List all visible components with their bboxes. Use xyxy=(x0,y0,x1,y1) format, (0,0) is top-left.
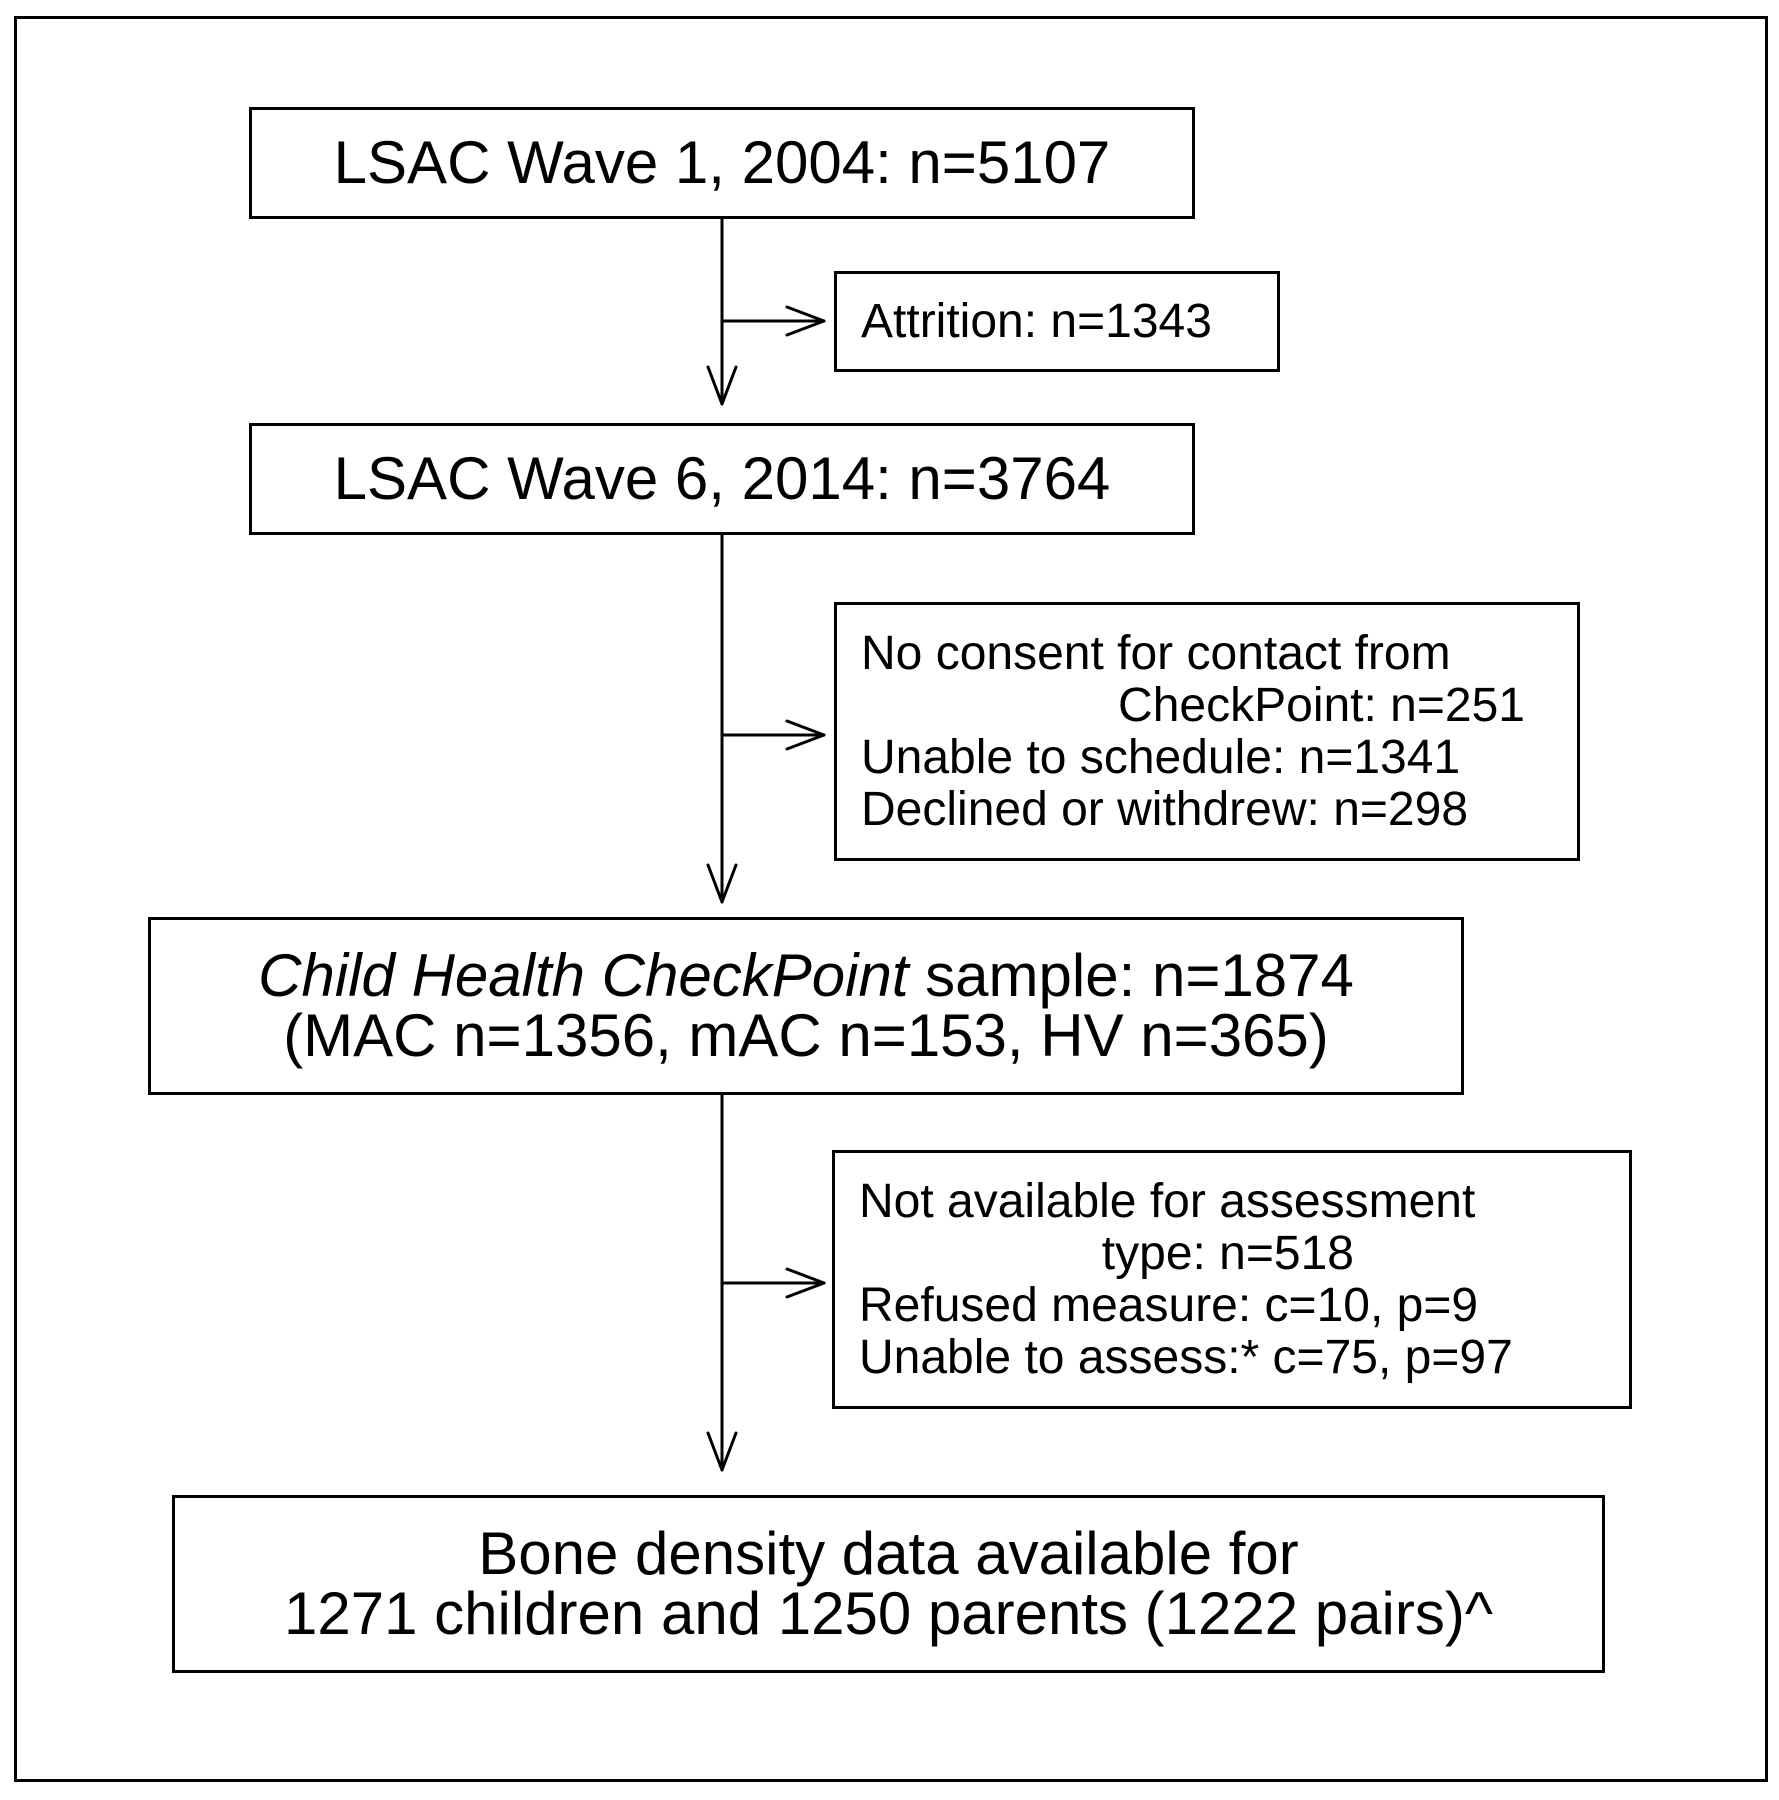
attrition-label: Attrition: n=1343 xyxy=(861,294,1212,348)
wave1-label: LSAC Wave 1, 2004: n=5107 xyxy=(333,129,1111,196)
final-box: Bone density data available for 1271 chi… xyxy=(172,1495,1605,1673)
wave1-box: LSAC Wave 1, 2004: n=5107 xyxy=(249,107,1195,219)
exclusions1-line4: Declined or withdrew: n=298 xyxy=(861,782,1469,836)
exclusions2-line4: Unable to assess:* c=75, p=97 xyxy=(859,1330,1513,1384)
attrition-box: Attrition: n=1343 xyxy=(834,271,1280,372)
exclusions1-line2: CheckPoint: n=251 xyxy=(1118,678,1525,732)
exclusions2-line2: type: n=518 xyxy=(1101,1226,1354,1280)
exclusions1-line1: No consent for contact from xyxy=(861,626,1451,680)
arrowhead-checkpoint xyxy=(706,863,738,904)
arrowhead-final xyxy=(706,1431,738,1472)
wave6-box: LSAC Wave 6, 2014: n=3764 xyxy=(249,423,1195,535)
exclusions2-line1: Not available for assessment xyxy=(859,1174,1476,1228)
checkpoint-breakdown: (MAC n=1356, mAC n=153, HV n=365) xyxy=(283,1002,1329,1069)
arrowhead-wave6 xyxy=(706,365,738,406)
arrowhead-attrition xyxy=(785,305,826,337)
checkpoint-title: Child Health CheckPoint sample: n=1874 xyxy=(258,946,1354,1006)
checkpoint-title-rest: sample: n=1874 xyxy=(908,942,1354,1009)
checkpoint-box: Child Health CheckPoint sample: n=1874 (… xyxy=(148,917,1464,1095)
final-line1: Bone density data available for xyxy=(478,1520,1299,1587)
arrowhead-exclusions2 xyxy=(785,1267,826,1299)
figure-frame xyxy=(14,16,1768,1782)
exclusions2-box: Not available for assessment type: n=518… xyxy=(832,1150,1632,1409)
wave6-label: LSAC Wave 6, 2014: n=3764 xyxy=(333,445,1111,512)
exclusions1-line3: Unable to schedule: n=1341 xyxy=(861,730,1461,784)
exclusions1-box: No consent for contact from CheckPoint: … xyxy=(834,602,1580,861)
exclusions2-line3: Refused measure: c=10, p=9 xyxy=(859,1278,1479,1332)
final-line2: 1271 children and 1250 parents (1222 pai… xyxy=(284,1580,1493,1647)
checkpoint-title-italic: Child Health CheckPoint xyxy=(258,942,909,1009)
arrowhead-exclusions1 xyxy=(785,719,826,751)
